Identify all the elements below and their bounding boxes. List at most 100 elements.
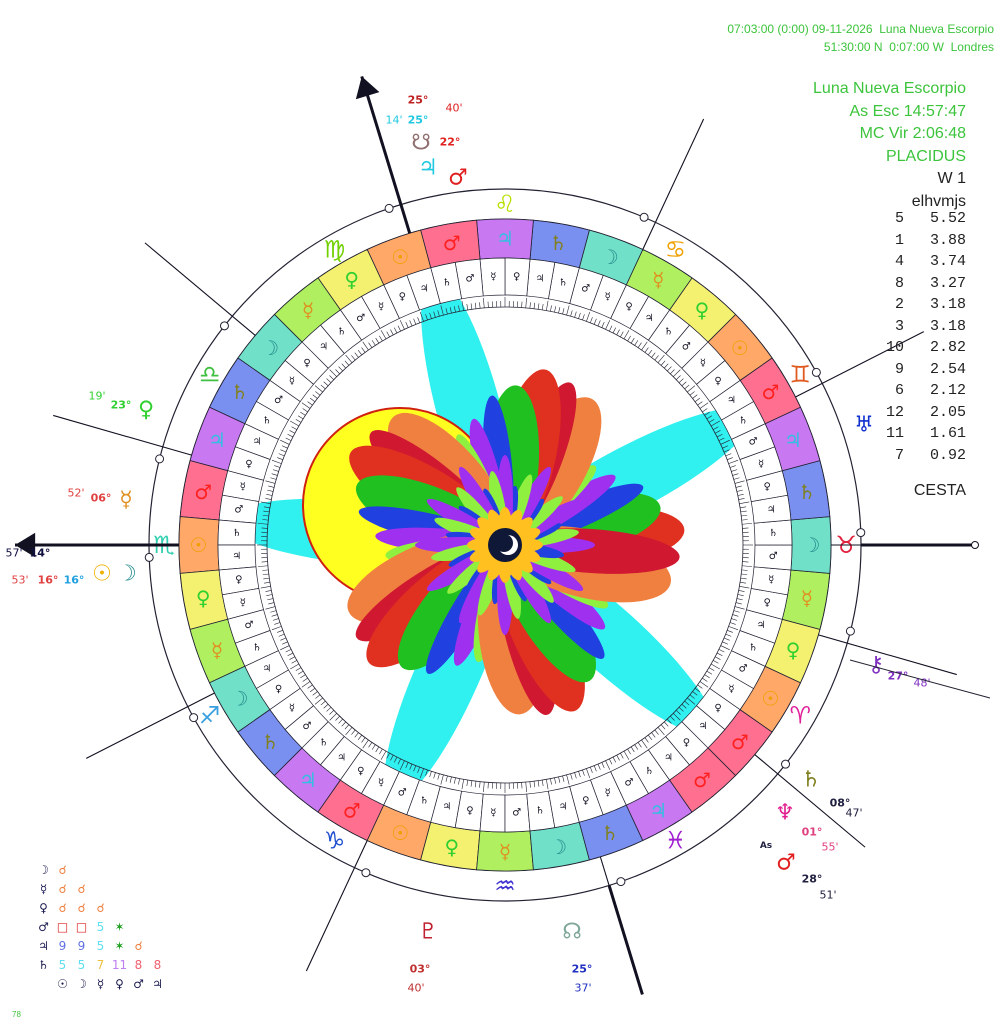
degree-tick — [620, 753, 624, 759]
house-number: 9 — [894, 360, 904, 378]
degree-tick — [429, 771, 432, 778]
degree-tick — [654, 355, 659, 361]
degree-tick — [449, 776, 452, 783]
term-glyph-icon: ☿ — [490, 808, 496, 819]
chart-location-header: 51:30:00 N 0:07:00 W Londres — [823, 40, 994, 54]
degree-tick — [271, 473, 278, 476]
degree-tick — [722, 641, 729, 645]
term-glyph-icon: ☿ — [728, 684, 734, 695]
degree-tick — [323, 704, 329, 709]
term-glyph-icon: ♄ — [262, 416, 271, 427]
house-score: 2.54 — [929, 360, 966, 378]
degree-tick — [634, 340, 639, 346]
leo-sign-icon: ♌ — [494, 190, 516, 218]
degree-tick — [684, 384, 690, 390]
degree-tick — [616, 329, 620, 335]
degree-tick — [634, 744, 639, 750]
decan-moon-icon: ☽ — [601, 245, 619, 269]
decan-saturn-icon: ♄ — [261, 730, 279, 754]
term-glyph-icon: ♃ — [262, 663, 271, 674]
degree-tick — [320, 384, 326, 390]
degree-tick — [361, 737, 366, 743]
house-cusp-9 — [642, 118, 705, 250]
degree-tick — [368, 742, 373, 748]
term-glyph-icon: ♃ — [319, 342, 328, 353]
degree-tick — [681, 381, 687, 386]
aspect-cell: ☌ — [77, 881, 86, 896]
mercury-icon: ☿ — [119, 488, 133, 513]
cusp-marker — [856, 528, 866, 538]
cancer-sign-icon: ♋ — [665, 236, 687, 264]
degree-tick — [537, 303, 540, 310]
degree-tick — [357, 734, 363, 741]
degree-tick — [265, 590, 272, 592]
degree-tick — [323, 381, 329, 386]
degree-tick — [280, 449, 287, 453]
term-glyph-icon: ♃ — [664, 753, 673, 764]
degree-tick — [741, 519, 748, 521]
sun-icon: ☉ — [92, 562, 112, 587]
degree-tick — [483, 297, 485, 308]
house-number: 7 — [894, 446, 904, 464]
degree-tick — [667, 718, 672, 724]
term-glyph-icon: ♀ — [466, 806, 473, 817]
decan-venus-icon: ♀ — [344, 268, 359, 292]
house-cusp-12 — [53, 414, 192, 456]
degree-tick — [667, 366, 672, 372]
term-glyph-icon: ♂ — [398, 788, 407, 799]
degree-tick — [312, 691, 318, 696]
aspect-cell: □ — [75, 919, 88, 934]
code-label: elhvmjs — [911, 192, 966, 210]
degree-tick — [702, 408, 708, 413]
degree-tick — [708, 667, 715, 671]
degree-tick — [295, 667, 302, 671]
degree-tick — [271, 614, 278, 617]
degree-tick — [616, 755, 620, 761]
degree-tick — [380, 750, 387, 760]
degree-tick — [741, 514, 748, 517]
decan-mercury-icon: ☿ — [302, 298, 314, 322]
degree-tick — [558, 776, 561, 783]
degree-tick — [736, 489, 743, 492]
aspect-cell: 5 — [58, 957, 67, 972]
degree-tick — [566, 305, 570, 316]
degree-tick — [445, 775, 448, 782]
term-glyph-icon: ♀ — [245, 459, 252, 470]
south-node-icon: ☋ — [411, 131, 431, 156]
degree-tick — [278, 453, 285, 457]
degree-tick — [341, 721, 346, 727]
degree-tick — [541, 780, 544, 787]
decan-sun-icon: ☉ — [391, 821, 409, 845]
degree-tick — [706, 670, 713, 675]
degree-tick — [470, 303, 473, 310]
aspect-cell: ☌ — [96, 900, 105, 915]
degree-tick — [263, 581, 270, 584]
degree-tick — [297, 415, 304, 420]
degree-tick — [578, 771, 581, 778]
libra-sign-icon: ♎ — [199, 361, 221, 389]
degree-tick — [731, 618, 738, 621]
house-score: 2.82 — [929, 339, 966, 356]
house-score: 5.52 — [929, 210, 966, 227]
north-node-icon: ☊ — [562, 920, 582, 945]
pluto-degree: 03° — [410, 963, 431, 976]
term-glyph-icon: ♀ — [303, 358, 310, 369]
neptune-degree: 01° — [802, 826, 823, 839]
term-glyph-icon: ♄ — [645, 766, 654, 777]
degree-tick — [405, 762, 409, 769]
degree-tick — [694, 687, 701, 693]
degree-tick — [715, 656, 721, 660]
house-number: 11 — [885, 425, 904, 442]
decan-sun-icon: ☉ — [391, 245, 409, 269]
degree-tick — [390, 755, 394, 761]
term-glyph-icon: ☿ — [605, 291, 611, 302]
degree-tick — [570, 310, 573, 317]
decan-moon-icon: ☽ — [261, 336, 279, 360]
moon-icon: ☽ — [117, 562, 137, 587]
degree-tick — [733, 610, 740, 613]
term-glyph-icon: ♂ — [769, 551, 778, 562]
